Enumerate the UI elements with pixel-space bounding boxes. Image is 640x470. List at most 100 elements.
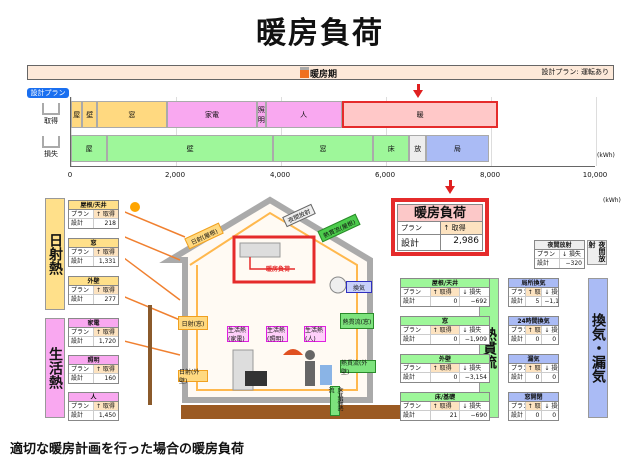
design-label: 設計 <box>401 373 431 382</box>
loss-header: ↓ 損失 <box>544 403 558 410</box>
table-title: 人 <box>69 393 118 402</box>
table-row: プラン↑ 取得↓ 損失 <box>509 402 558 411</box>
gain-header: ↑ 取得 <box>430 364 461 372</box>
plan-label: プラン <box>401 402 431 410</box>
design-label: 設計 <box>509 335 526 344</box>
value-cell: 160 <box>104 375 116 382</box>
bar-segment: 暖 <box>341 101 499 128</box>
loss-header: ↓ 損失 <box>462 403 482 410</box>
ground <box>181 405 406 419</box>
loss-cell: 0 <box>552 336 557 343</box>
gain-label: 取得 <box>44 117 58 125</box>
plan-badge[interactable]: 設計プラン <box>27 88 69 98</box>
design-label: 設計 <box>69 219 94 228</box>
chair-icon <box>320 365 332 385</box>
gain-header: ↑ 取得 <box>525 402 543 410</box>
plan-label: プラン <box>509 402 526 410</box>
gain-cell: 0 <box>526 373 543 382</box>
loss-cell: −3,154 <box>464 374 488 381</box>
loss-header: ↓ 損失 <box>562 251 581 258</box>
plan-label: プラン <box>509 326 526 334</box>
table-title: 24時間換気 <box>509 317 558 326</box>
gain-header: ↑ 取得 <box>430 402 461 410</box>
table-row: プラン↑ 取得↓ 損失 <box>401 288 489 297</box>
arrow-life-person: 生活熱(人) <box>304 326 326 343</box>
table-row: プラン↑ 取得↓ 損失 <box>509 326 558 335</box>
table-title: 外壁 <box>69 277 118 286</box>
design-label: 設計 <box>69 257 94 266</box>
heating-load-label: 暖房負荷 <box>265 266 290 273</box>
sun-ray <box>125 257 181 301</box>
table-title: 夜間放射 <box>535 241 584 250</box>
gain-cell: 0 <box>431 373 461 382</box>
table-row: プラン↓ 損失 <box>535 250 584 259</box>
loss-cell: −692 <box>470 298 488 305</box>
table-title: 照明 <box>69 356 118 365</box>
gain-cell: 5 <box>526 297 543 306</box>
heating-load-value: 2,986 <box>453 236 479 246</box>
loss-cell: −1,909 <box>464 336 488 343</box>
gain-header: ↑ 取得 <box>94 210 118 218</box>
table-row: 設計−320 <box>535 259 584 268</box>
bar-segment: 壁 <box>107 135 273 162</box>
lamp-icon <box>283 349 303 355</box>
design-label: 設計 <box>509 373 526 382</box>
row-label-loss: 損失 <box>36 136 66 159</box>
person-body <box>305 361 315 386</box>
table-row: プラン↑ 取得↓ 損失 <box>509 364 558 373</box>
loss-header: ↓ 損失 <box>462 365 482 372</box>
bar-segment: 床 <box>373 135 410 162</box>
value-table: 漏気プラン↑ 取得↓ 損失設計00 <box>508 354 559 383</box>
house-outline <box>159 196 373 403</box>
heater-icon <box>300 67 309 78</box>
table-title: 窓開閉 <box>509 393 558 402</box>
sun-ray <box>125 340 181 356</box>
stacked-bar-chart: 屋壁窓家電照明人暖屋壁窓床放局 <box>70 97 597 167</box>
heating-load-design-row: 設計 2,986 <box>397 235 483 251</box>
table-row: プラン↑ 取得 <box>69 402 118 411</box>
table-row: プラン↑ 取得↓ 損失 <box>401 326 489 335</box>
design-label: 設計 <box>509 411 526 420</box>
heating-frame <box>232 235 316 284</box>
gain-cell: 0 <box>526 411 543 420</box>
category-vent: 換気・漏気 <box>588 278 608 418</box>
house-diagram <box>125 196 406 419</box>
plan-label: プラン <box>401 288 431 296</box>
table-row: プラン↑ 取得 <box>69 210 118 219</box>
category-life: 生活熱 <box>45 318 65 418</box>
design-label: 設計 <box>398 235 441 250</box>
heating-load-plan-row: プラン ↑ 取得 <box>397 222 483 235</box>
heating-load-box: 暖房負荷 プラン ↑ 取得 設計 2,986 <box>391 198 489 256</box>
gain-header: ↑ 取得 <box>94 286 118 294</box>
table-title: 屋根/天井 <box>401 279 489 288</box>
table-title: 窓 <box>69 239 118 248</box>
bar-segment: 屋 <box>71 135 108 162</box>
caption: 適切な暖房計画を行った場合の暖房負荷 <box>10 442 245 457</box>
fan-icon <box>329 276 347 294</box>
arrow-solar-window: 日射(窓) <box>178 316 208 330</box>
bar-segment: 壁 <box>82 101 97 128</box>
bar-segment: 家電 <box>166 101 258 128</box>
table-title: 窓 <box>401 317 489 326</box>
sun-ray <box>125 211 186 238</box>
design-label: 設計 <box>69 295 94 304</box>
loss-cell: −690 <box>470 412 488 419</box>
page-title: 暖房負荷 <box>256 16 384 51</box>
plan-label: プラン <box>535 250 560 258</box>
tick-label: 2,000 <box>164 171 186 179</box>
loss-house-icon <box>42 136 60 148</box>
gain-cell: 21 <box>431 411 461 420</box>
row-label-gain: 取得 <box>36 103 66 126</box>
loss-cell: 0 <box>552 412 557 419</box>
table-title: 床/基礎 <box>401 393 489 402</box>
loss-label: 損失 <box>44 150 58 158</box>
gain-house-icon <box>42 103 60 115</box>
